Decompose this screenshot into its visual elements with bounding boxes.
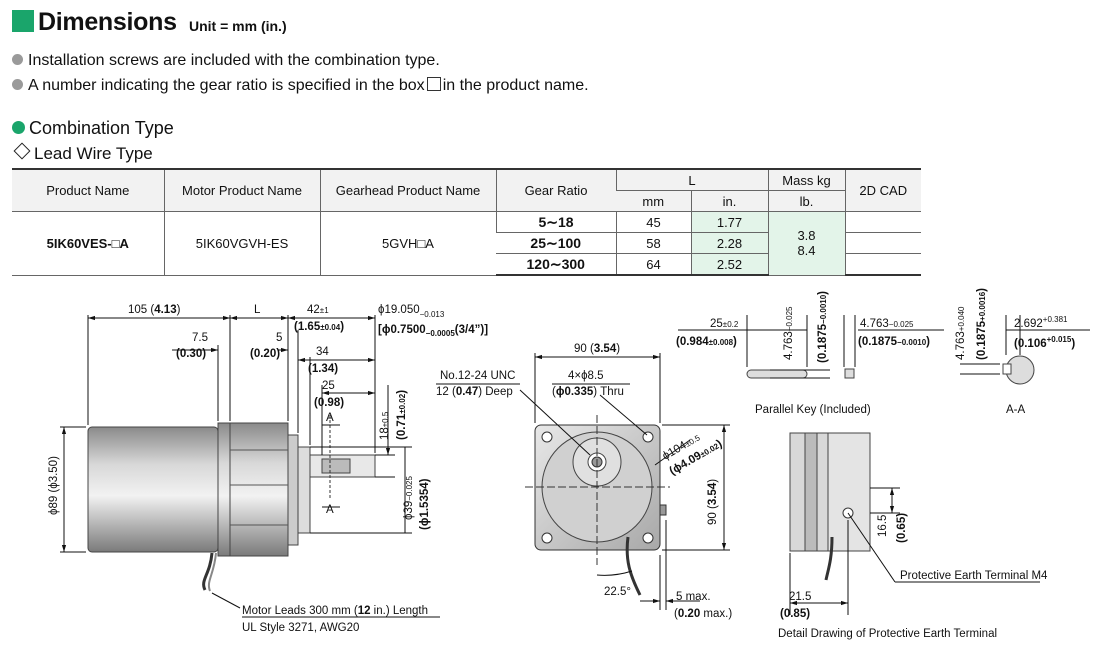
- max5-in-label: (0.20 max.): [674, 608, 732, 620]
- motor-front-view: [525, 415, 670, 596]
- header-gear-ratio: Gear Ratio: [495, 168, 616, 212]
- dim-L: L: [254, 304, 261, 316]
- dim-7-5-in: (0.30): [176, 348, 206, 360]
- dim-42: 42±1: [307, 304, 329, 316]
- motor-side-view: [87, 415, 376, 592]
- phi-89: ϕ89 (ϕ3.50): [48, 456, 60, 515]
- key-4763: 4.763−0.025: [783, 306, 795, 360]
- cell-L-mm: 58: [615, 232, 691, 254]
- dim-90-side: 90 (3.54): [707, 479, 719, 525]
- header-L: L: [615, 168, 768, 191]
- section-marker: [12, 10, 34, 32]
- dim-34: 34: [316, 346, 329, 358]
- dim-16-5: 16.5: [877, 515, 889, 537]
- cell-L-in: 2.28: [690, 232, 768, 254]
- key-01875: (0.1875−0.0010): [817, 291, 829, 363]
- cell-L-mm: 45: [615, 211, 691, 233]
- cell-gear-ratio: 25∼100: [496, 232, 616, 254]
- diamond-icon: [13, 142, 31, 160]
- header-2d-cad: 2D CAD: [844, 168, 921, 212]
- dim-34-in: (1.34): [308, 363, 338, 375]
- table-row: 5IK60VES-□A 5IK60VGVH-ES 5GVH□A 5∼18 45 …: [12, 211, 921, 276]
- green-bullet-icon: [12, 121, 25, 134]
- dim-071: (0.71±0.02): [396, 390, 408, 440]
- header-in: in.: [690, 190, 768, 212]
- cell-mass: 3.8 8.4: [767, 211, 845, 276]
- pe-terminal-label: Protective Earth Terminal M4: [900, 570, 1048, 582]
- aa-4763: 4.763+0.040: [955, 306, 967, 360]
- table-row: 120∼300 64 2.52: [12, 253, 921, 276]
- dim-90-top: 90 (3.54): [574, 343, 620, 355]
- dim-085: (0.85): [780, 608, 810, 620]
- dim-25: 25: [322, 380, 335, 392]
- phi-39: ϕ39−0.025: [403, 476, 415, 520]
- header-motor-product-name: Motor Product Name: [163, 168, 320, 212]
- section-marker-A-top: A: [326, 412, 334, 424]
- cell-2d-cad[interactable]: [844, 253, 921, 276]
- header-mm: mm: [616, 190, 691, 212]
- dim-5-in: (0.20): [250, 348, 280, 360]
- section-marker-A-bottom: A: [326, 504, 334, 516]
- screw-depth-label: 12 (0.47) Deep: [436, 386, 513, 398]
- detail-label: Detail Drawing of Protective Earth Termi…: [778, 628, 997, 640]
- cell-gear-ratio: 120∼300: [496, 253, 616, 276]
- dim-5: 5: [276, 332, 282, 344]
- cell-gear-ratio: 5∼18: [495, 211, 616, 233]
- combination-type-heading: Combination Type: [12, 118, 174, 139]
- aa-01875: (0.1875+0.0016): [976, 288, 988, 360]
- table-row: 25∼100 58 2.28: [12, 232, 921, 254]
- mass-lb: 8.4: [797, 243, 816, 259]
- aa-2692: 2.692+0.381: [1014, 315, 1068, 330]
- cell-2d-cad[interactable]: [844, 211, 921, 233]
- cell-gearhead-product-name: 5GVH□A: [319, 211, 496, 276]
- max5-label: 5 max.: [676, 591, 711, 603]
- cell-product-name: 5IK60VES-□A: [12, 211, 164, 276]
- dim-25-in: (0.98): [314, 397, 344, 409]
- header-lb: lb.: [767, 190, 845, 212]
- header-mass: Mass kg: [767, 168, 845, 191]
- dim-21-5: 21.5: [789, 591, 811, 603]
- dim-7-5: 7.5: [192, 332, 208, 344]
- dim-105: 105 (4.13): [128, 304, 181, 316]
- holes-label: 4×ϕ8.5: [568, 370, 604, 382]
- header-gearhead-product-name: Gearhead Product Name: [319, 168, 496, 212]
- key-0984: (0.984±0.008): [676, 336, 737, 348]
- holes-in-label: (ϕ0.335) Thru: [552, 386, 624, 398]
- motor-leads-label: Motor Leads 300 mm (12 in.) Length: [242, 605, 428, 617]
- cell-L-in: 2.52: [690, 253, 768, 276]
- page-title: Dimensions: [38, 8, 177, 36]
- cell-2d-cad[interactable]: [844, 232, 921, 254]
- key-25: 25±0.2: [710, 318, 739, 330]
- pe-terminal-detail-view: [789, 432, 871, 581]
- note-gear-ratio: A number indicating the gear ratio is sp…: [12, 77, 589, 95]
- header-product-name: Product Name: [12, 168, 164, 212]
- phi-19050: ϕ19.050−0.013: [378, 304, 445, 319]
- phi-07500: [ϕ0.7500−0.0005(3/4”)]: [378, 324, 488, 338]
- aa-label: A-A: [1006, 404, 1026, 416]
- phi-15354: (ϕ1.5354): [419, 478, 431, 530]
- bullet-icon: [12, 79, 23, 90]
- screw-label: No.12-24 UNC: [440, 370, 515, 382]
- unit-label: Unit = mm (in.): [189, 18, 287, 34]
- cell-motor-product-name: 5IK60VGVH-ES: [163, 211, 320, 276]
- dimension-drawing: 105 (4.13) L 42±1 (1.65±0.04) 7.5 (0.30)…: [48, 288, 1090, 640]
- mass-kg: 3.8: [797, 228, 816, 244]
- ul-style-label: UL Style 3271, AWG20: [242, 622, 359, 634]
- dim-42-in: (1.65±0.04): [294, 321, 344, 333]
- note-installation: Installation screws are included with th…: [12, 52, 440, 70]
- cell-L-in: 1.77: [690, 211, 768, 233]
- cell-L-mm: 64: [615, 253, 691, 276]
- key-01875-h: (0.1875−0.0010): [858, 336, 930, 348]
- lead-wire-type-heading: Lead Wire Type: [12, 142, 153, 164]
- aa-0106: (0.106+0.015): [1014, 335, 1075, 350]
- key-4763-h: 4.763−0.025: [860, 318, 914, 330]
- spec-table: Product Name Motor Product Name Gearhead…: [12, 168, 921, 276]
- parallel-key-label: Parallel Key (Included): [755, 404, 871, 416]
- section-a-a-view: [1002, 355, 1035, 385]
- bullet-icon: [12, 54, 23, 65]
- dim-065: (0.65): [896, 513, 908, 543]
- angle-label: 22.5°: [604, 586, 631, 598]
- box-symbol-icon: [426, 77, 441, 91]
- dim-18: 18±0.5: [379, 411, 391, 440]
